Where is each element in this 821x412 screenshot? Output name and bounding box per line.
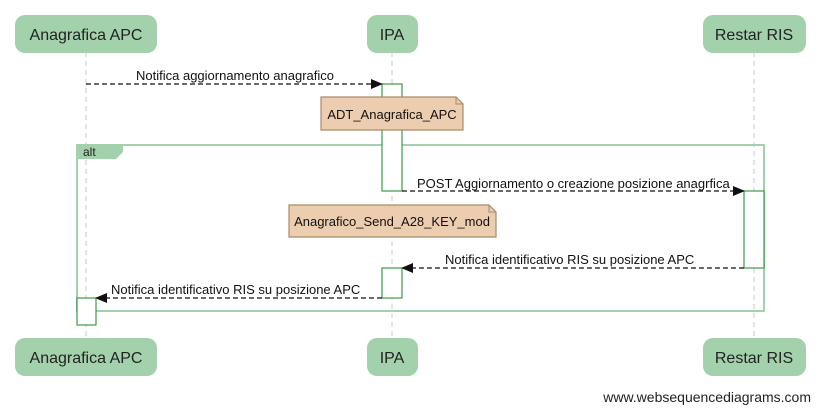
actor-label: IPA — [380, 350, 405, 367]
actor-top-anagrafica-apc[interactable]: Anagrafica APC — [15, 15, 157, 53]
message-notifica-aggiornamento: Notifica aggiornamento anagrafico — [86, 68, 383, 89]
message-post-aggiornamento: POST Aggiornamento o creazione posizione… — [402, 176, 745, 196]
message-label: Notifica identificativo RIS su posizione… — [445, 252, 694, 267]
activation-anagrafica-apc — [76, 297, 97, 326]
actor-bottom-ipa[interactable]: IPA — [367, 338, 418, 376]
note-adt-anagrafica-apc: ADT_Anagrafica_APC — [320, 96, 464, 131]
actor-label: Restar RIS — [715, 350, 793, 367]
watermark-link[interactable]: www.websequencediagrams.com — [602, 389, 811, 405]
actor-bottom-anagrafica-apc[interactable]: Anagrafica APC — [15, 338, 157, 376]
alt-label: alt — [83, 145, 96, 159]
actor-top-restar-ris[interactable]: Restar RIS — [703, 15, 806, 53]
message-label: POST Aggiornamento o creazione posizione… — [417, 176, 730, 191]
message-label: Notifica identificativo RIS su posizione… — [111, 282, 360, 297]
note-text: ADT_Anagrafica_APC — [327, 107, 456, 122]
note-text: Anagrafico_Send_A28_KEY_mod — [294, 214, 490, 229]
activation-ipa-2 — [381, 267, 403, 299]
note-anagrafico-send-a28: Anagrafico_Send_A28_KEY_mod — [288, 204, 497, 238]
actor-top-ipa[interactable]: IPA — [367, 15, 418, 53]
activation-restar-ris — [743, 190, 765, 269]
message-label: Notifica aggiornamento anagrafico — [136, 68, 334, 83]
message-notifica-identificativo-ipa-to-apc: Notifica identificativo RIS su posizione… — [95, 282, 382, 303]
actor-label: Anagrafica APC — [30, 350, 143, 367]
actor-bottom-restar-ris[interactable]: Restar RIS — [703, 338, 806, 376]
message-notifica-identificativo-ris-to-ipa: Notifica identificativo RIS su posizione… — [401, 252, 744, 273]
actor-label: IPA — [380, 27, 405, 44]
actor-label: Anagrafica APC — [30, 27, 143, 44]
actor-label: Restar RIS — [715, 27, 793, 44]
